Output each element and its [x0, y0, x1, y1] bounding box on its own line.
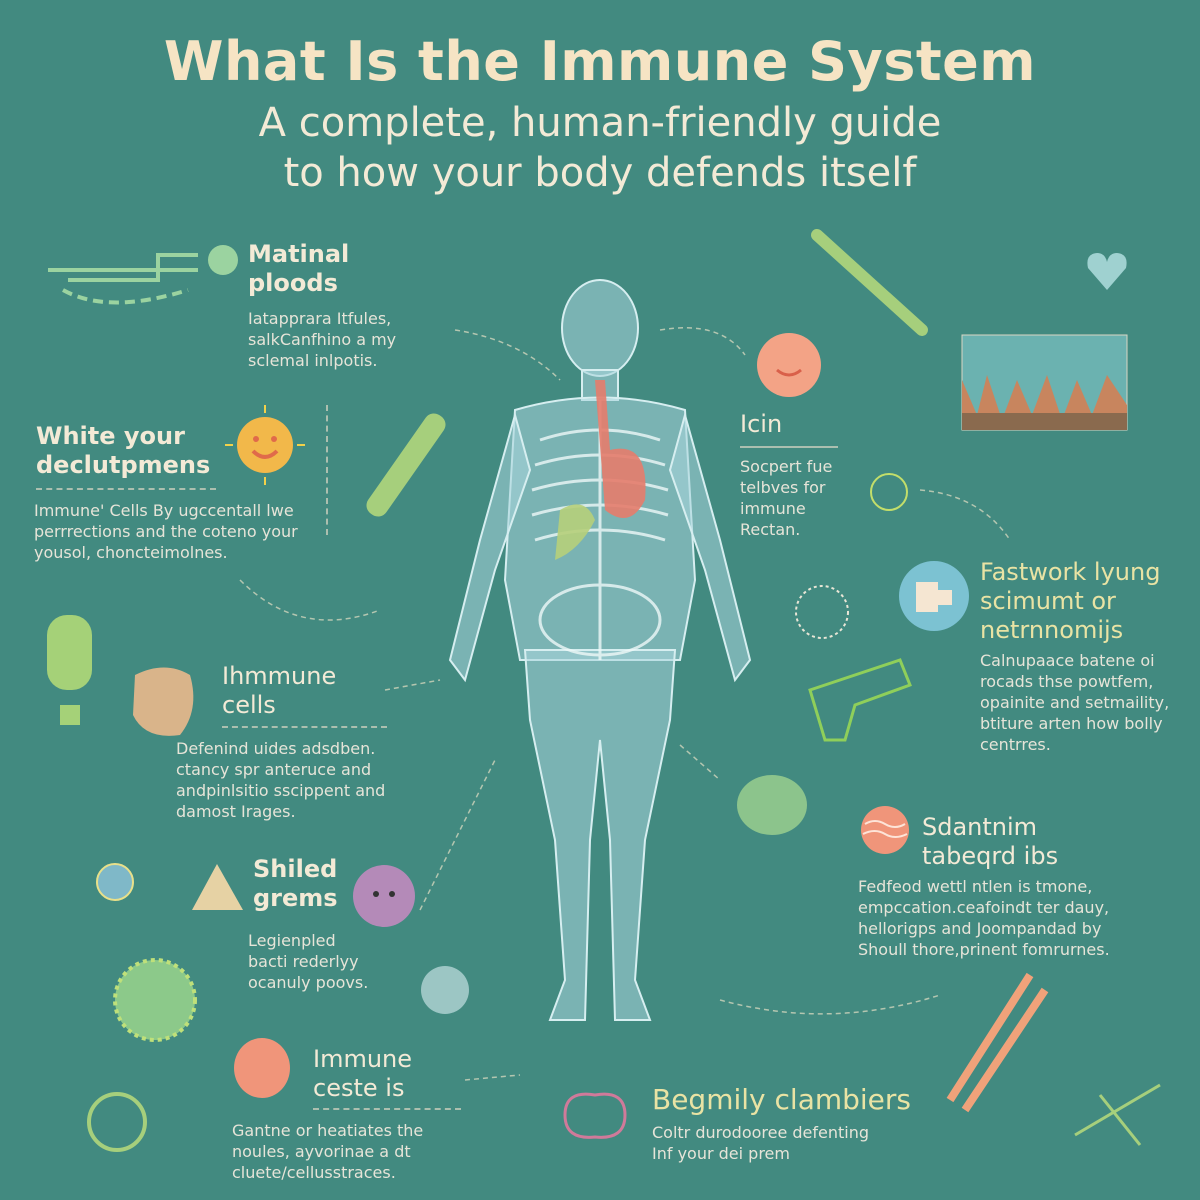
subtitle-line-2: to how your body defends itself: [283, 150, 917, 196]
section-body-8: Fedfeod wettl ntlen is tmone,empccation.…: [858, 877, 1110, 959]
immune-cell-icon: [133, 667, 194, 736]
section-heading-9: Begmily clambiers: [652, 1083, 911, 1116]
germ-monster-icon: [47, 615, 92, 725]
divider: [313, 1108, 461, 1110]
smiling-cell-icon: [757, 333, 821, 397]
human-body-illustration: [448, 279, 752, 1021]
tissue-diagram-icon: [961, 334, 1128, 431]
green-germ-icon: [737, 775, 807, 835]
heart-icon: [1087, 253, 1127, 290]
lungs-icon: [595, 380, 646, 518]
triangle-icon: [192, 864, 243, 910]
egg-cell-icon: [234, 1038, 290, 1098]
virus-icon: [96, 863, 134, 901]
divider: [222, 726, 387, 728]
green-bacteria-icon: [1074, 1083, 1161, 1146]
tool-outline-icon: [808, 658, 912, 742]
liver-icon: [555, 504, 595, 560]
brain-outline-icon: [563, 1092, 627, 1139]
smiling-sun-icon: [225, 405, 305, 485]
dna-strand-icon: [811, 229, 928, 336]
subtitle-line-1: A complete, human-friendly guide: [258, 100, 942, 146]
globe-virus-icon: [87, 1092, 147, 1152]
divider: [740, 446, 838, 448]
pale-virus-icon: [421, 966, 469, 1014]
section-heading-6: Icin: [740, 410, 783, 438]
bandage-icon: [366, 413, 446, 517]
divider: [326, 405, 328, 535]
bandage-circle-icon: [899, 561, 969, 631]
striped-cell-icon: [861, 806, 909, 854]
section-body-3: Defenind uides adsdben.ctancy spr anteru…: [176, 739, 386, 821]
virus-outline-icon: [870, 473, 908, 511]
green-virus-icon: [113, 958, 197, 1042]
page-title: What Is the Immune System: [163, 30, 1037, 93]
purple-cell-icon: [353, 865, 415, 927]
divider: [36, 488, 216, 490]
ladder-icon: [946, 972, 1049, 1113]
syringe-icon: [48, 245, 238, 305]
spiky-virus-icon: [795, 585, 849, 639]
